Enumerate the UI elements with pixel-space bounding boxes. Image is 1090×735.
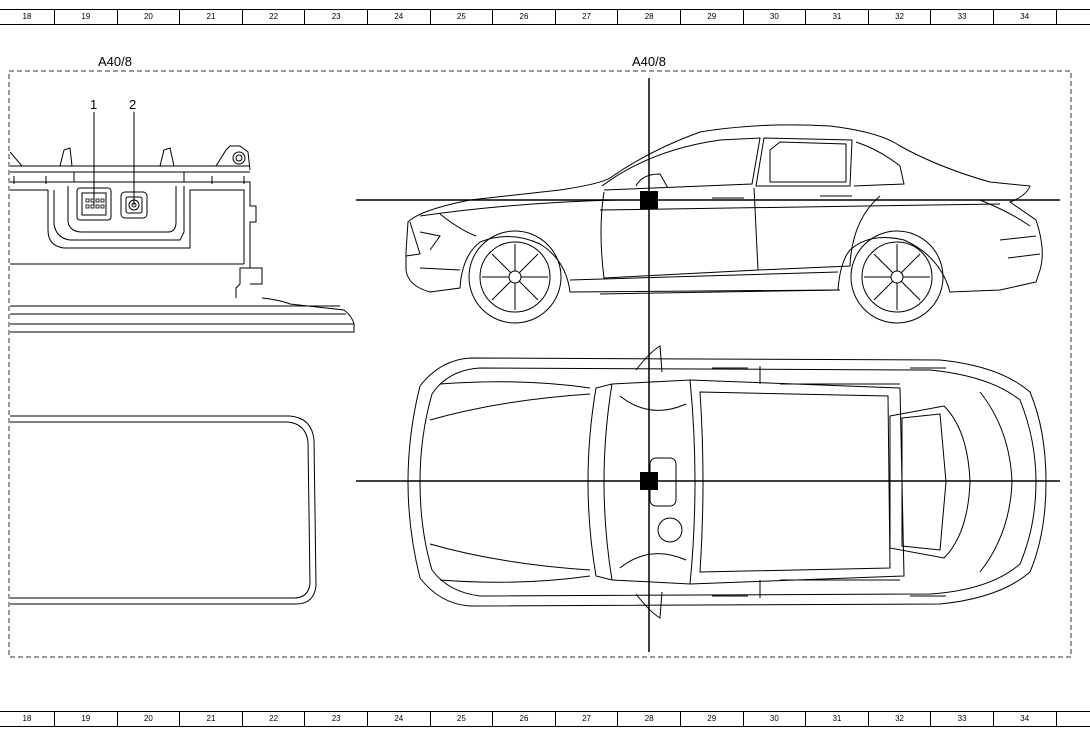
ruler-cell: 26 bbox=[492, 712, 555, 726]
ruler-cell: 19 bbox=[54, 712, 117, 726]
component-label-right: A40/8 bbox=[632, 54, 666, 69]
ruler-cell: 30 bbox=[742, 10, 806, 24]
ruler-cell: 31 bbox=[805, 10, 868, 24]
ruler-cell: 20 bbox=[116, 712, 180, 726]
car-top-view bbox=[407, 345, 1047, 619]
ruler-cell: 18 bbox=[22, 12, 32, 21]
ruler-cell: 30 bbox=[742, 712, 806, 726]
ruler-cell: 25 bbox=[429, 10, 493, 24]
ruler-cell: 29 bbox=[679, 712, 743, 726]
ruler-cell: 27 bbox=[554, 712, 618, 726]
ruler-cell: 25 bbox=[429, 712, 493, 726]
ruler-cell: 27 bbox=[554, 10, 618, 24]
windshield-outline bbox=[10, 415, 317, 605]
ruler-cell: 32 bbox=[867, 10, 931, 24]
ruler-cell: 23 bbox=[304, 10, 367, 24]
ruler-cell: 23 bbox=[304, 712, 367, 726]
ruler-cell: 32 bbox=[867, 712, 931, 726]
ruler-cell: 19 bbox=[54, 10, 117, 24]
ruler-cell: 21 bbox=[179, 10, 242, 24]
ruler-cell: 33 bbox=[930, 10, 993, 24]
ruler-cell: 33 bbox=[930, 712, 993, 726]
location-crosshairs bbox=[356, 78, 1060, 652]
ruler-cell: 29 bbox=[679, 10, 743, 24]
ruler-cell: 31 bbox=[805, 712, 868, 726]
ruler-cell: 28 bbox=[617, 712, 680, 726]
component-label-left: A40/8 bbox=[98, 54, 132, 69]
ruler-cell: 22 bbox=[241, 10, 305, 24]
dashed-frame bbox=[8, 70, 1072, 658]
ruler-cell: 24 bbox=[366, 712, 430, 726]
ruler-cell-end bbox=[1055, 712, 1090, 726]
location-marker-side bbox=[640, 191, 658, 209]
ruler-cell: 26 bbox=[492, 10, 555, 24]
ruler-cell: 24 bbox=[366, 10, 430, 24]
ruler-cell-end bbox=[1055, 10, 1090, 24]
ruler-cell: 18 bbox=[22, 714, 32, 723]
ruler-cell: 20 bbox=[116, 10, 180, 24]
callout-1-label: 1 bbox=[90, 97, 98, 112]
ruler-cell: 34 bbox=[992, 712, 1056, 726]
ruler-cell: 28 bbox=[617, 10, 680, 24]
component-detail-view bbox=[9, 145, 355, 333]
car-side-view bbox=[405, 124, 1043, 324]
location-marker-top bbox=[640, 472, 658, 490]
ruler-cell: 34 bbox=[992, 10, 1056, 24]
ruler-cell: 22 bbox=[241, 712, 305, 726]
ruler-cell: 21 bbox=[179, 712, 242, 726]
callout-2-label: 2 bbox=[129, 97, 137, 112]
